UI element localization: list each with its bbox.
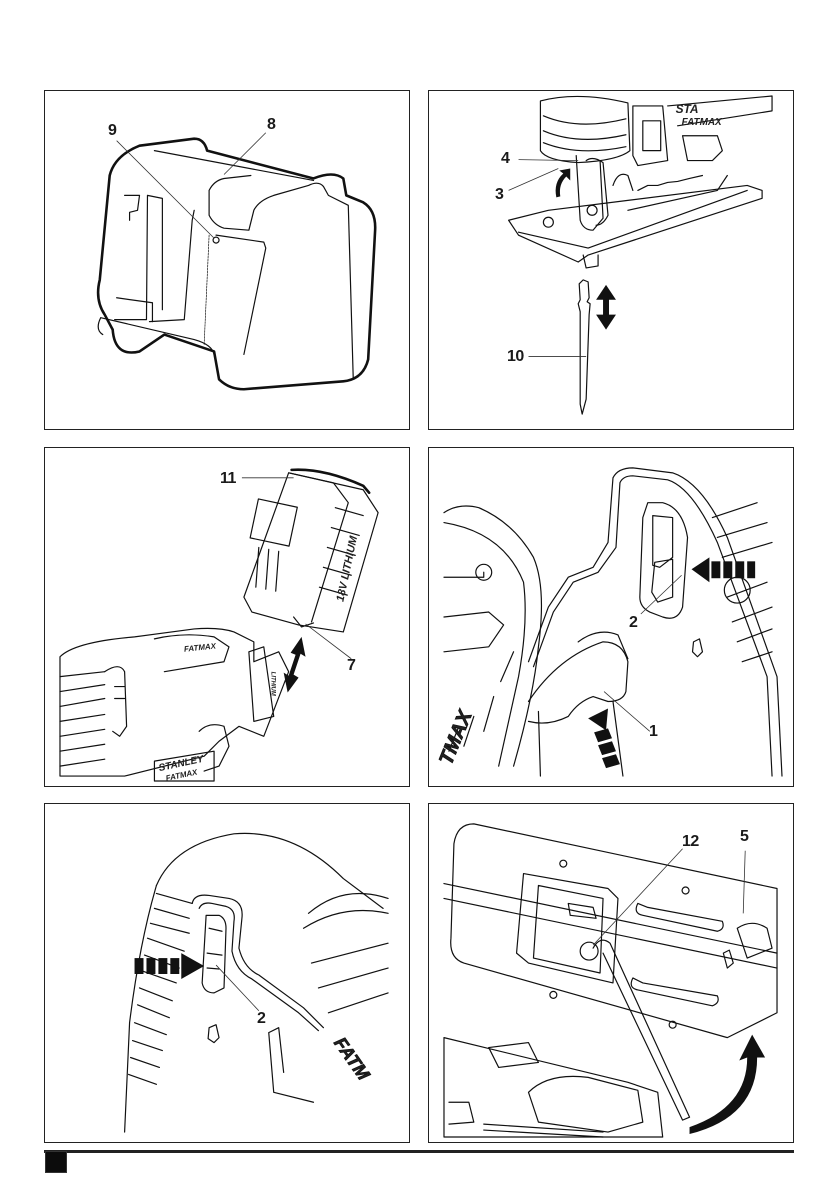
figure-battery-attachment: 18V LITHIUM FATMAX LITHIUM STANLEY FATMA… — [44, 447, 410, 787]
leader-9 — [117, 141, 214, 238]
rotate-lever-arrow-icon — [556, 169, 571, 198]
brand-text-partial: FATM — [330, 1033, 374, 1084]
double-arrow-up-down-icon — [596, 285, 616, 330]
shoe-bevel-illustration — [429, 804, 793, 1142]
battery-label-text: 18V LITHIUM — [335, 534, 361, 603]
tool-lithium-text: LITHIUM — [270, 672, 276, 697]
leader-4 — [519, 160, 579, 161]
page-marker-block — [45, 1151, 67, 1173]
figure-charger: 9 8 — [44, 90, 410, 430]
saw-blade — [578, 280, 590, 414]
figure-lock-off-side: FATM 2 — [44, 803, 410, 1143]
callout-3: 3 — [495, 187, 503, 203]
jigsaw-lower-body: STA FATMAX — [540, 96, 772, 230]
callout-9: 9 — [108, 123, 116, 139]
callout-12: 12 — [682, 834, 699, 850]
callout-5: 5 — [740, 829, 748, 845]
callout-1: 1 — [649, 724, 657, 740]
callout-11: 11 — [220, 471, 236, 487]
figure-switch-lock-off: TMAX 2 1 — [428, 447, 794, 787]
leader-2 — [641, 575, 682, 614]
footer-rule — [44, 1150, 794, 1153]
leader-2 — [216, 965, 259, 1011]
charger-illustration — [45, 91, 409, 429]
jigsaw-shoe — [509, 176, 763, 268]
tool-brand-fatmax: FATMAX — [184, 641, 218, 653]
dashed-arrow-left-icon — [692, 557, 756, 582]
callout-2: 2 — [629, 615, 637, 631]
curved-rotate-arrow-icon — [690, 1035, 766, 1134]
hex-key — [593, 940, 689, 1120]
leader-8 — [224, 133, 266, 175]
charger-body — [98, 139, 375, 390]
callout-2: 2 — [257, 1011, 265, 1027]
brand-fatmax-partial: FATMAX — [682, 117, 723, 128]
dashed-arrow-right-icon — [135, 953, 205, 979]
callout-7: 7 — [347, 658, 355, 674]
figure-shoe-bevel: 12 5 — [428, 803, 794, 1143]
switch-lock-off-illustration: TMAX — [429, 448, 793, 786]
callout-10: 10 — [507, 349, 524, 365]
shoe-plate — [444, 824, 777, 1038]
brand-stanley-partial: STA — [676, 102, 699, 116]
figure-blade-insertion: STA FATMAX 4 3 10 — [428, 90, 794, 430]
tool-underside — [444, 1038, 663, 1137]
lock-off-side-illustration: FATM — [45, 804, 409, 1142]
jigsaw-body: FATMAX LITHIUM STANLEY FATMAX — [60, 628, 289, 783]
leader-1 — [604, 692, 650, 732]
callout-4: 4 — [501, 151, 509, 167]
blade-insertion-illustration: STA FATMAX — [429, 91, 793, 429]
callout-8: 8 — [267, 117, 275, 133]
brand-text-partial: TMAX — [435, 706, 477, 768]
double-arrow-icon — [284, 637, 306, 693]
battery-pack: 18V LITHIUM — [244, 470, 378, 632]
tool-handle: FATM — [125, 833, 388, 1132]
battery-attachment-illustration: 18V LITHIUM FATMAX LITHIUM STANLEY FATMA… — [45, 448, 409, 786]
leader-3 — [509, 169, 559, 191]
